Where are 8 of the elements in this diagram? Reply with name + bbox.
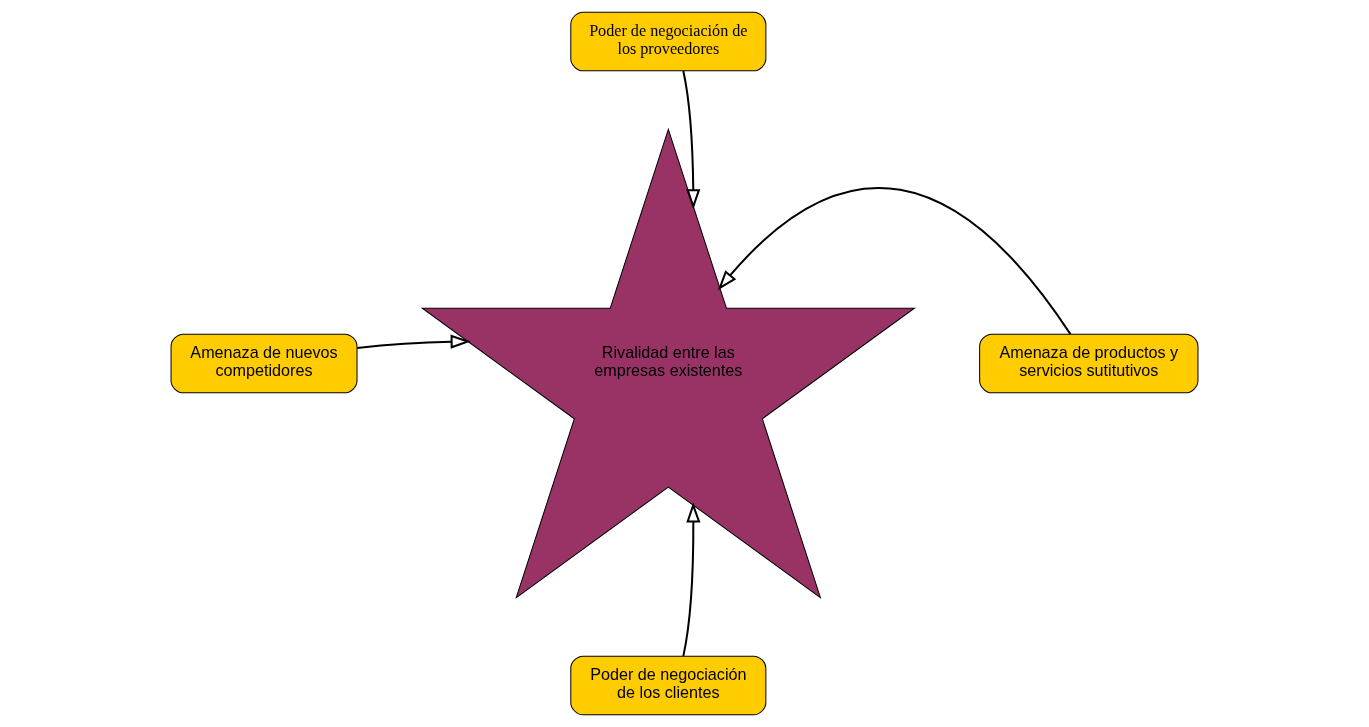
node-box: Amenaza de productos y servicios sutitutivos — [979, 333, 1199, 394]
arrow — [717, 187, 1072, 335]
arrow — [357, 334, 471, 349]
arrow — [682, 70, 701, 210]
node-box: Amenaza de nuevos competidores — [170, 333, 358, 394]
node-box: Poder de negociación de los clientes — [570, 655, 767, 716]
arrow — [682, 502, 701, 657]
node-box: Poder de negociación de los proveedores — [570, 11, 767, 72]
